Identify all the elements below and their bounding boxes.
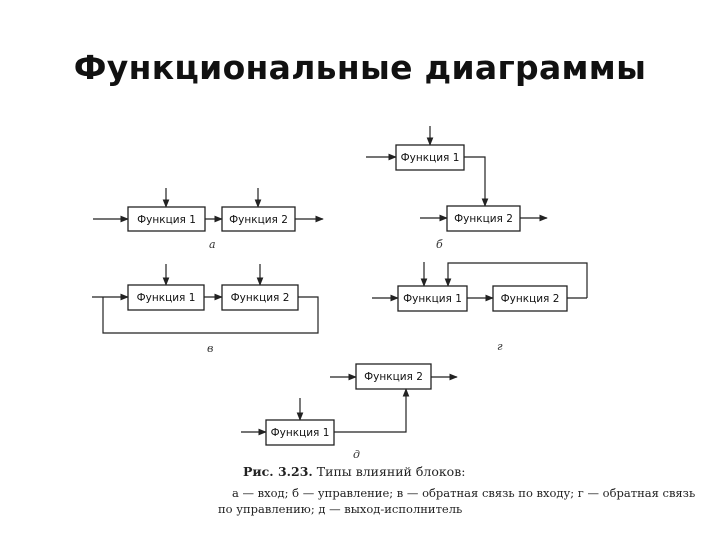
function-1-label: Функция 1 [401,152,460,164]
function-1-label: Функция 1 [403,293,462,305]
diagram-g: Функция 1 Функция 2 г [372,262,588,353]
function-1-box [127,206,206,232]
function-1-label: Функция 1 [271,427,330,439]
caption-line-3: по управлению; д — выход-исполнитель [218,502,463,516]
function-1-box [395,144,465,171]
executor-link-arrow [334,388,410,433]
function-2-box [492,285,568,312]
function-2-label: Функция 2 [454,213,513,225]
control-link-arrow [464,156,489,207]
diagram-a: Функция 1 Функция 2 а [93,188,324,251]
function-2-box [221,206,296,232]
function-2-label: Функция 2 [364,371,423,383]
sublabel-d: д [353,448,360,461]
function-2-label: Функция 2 [231,292,290,304]
function-2-label: Функция 2 [501,293,560,305]
feedback-loop [444,262,588,298]
figure-title: Типы влияний блоков: [316,464,466,479]
function-1-box [265,419,335,446]
diagram-b: Функция 1 Функция 2 б [366,126,548,251]
sublabel-b: б [436,238,443,251]
function-1-label: Функция 1 [137,292,196,304]
function-1-box [127,284,205,311]
caption-title: Рис. 3.23. Типы влияний блоков: [243,464,465,479]
diagram-d: Функция 2 Функция 1 д [241,363,458,461]
sublabel-a: а [209,238,216,251]
slide-title: Функциональные диаграммы [73,48,647,87]
feedback-loop [102,296,319,334]
sublabel-g: г [497,340,503,353]
figure-number: Рис. 3.23. [243,464,313,479]
sublabel-v: в [207,342,213,355]
diagram-v: Функция 1 Функция 2 в [92,264,319,355]
function-2-label: Функция 2 [229,214,288,226]
caption-line-2: а — вход; б — управление; в — обратная с… [232,486,696,500]
function-1-label: Функция 1 [137,214,196,226]
function-2-box [446,205,521,232]
